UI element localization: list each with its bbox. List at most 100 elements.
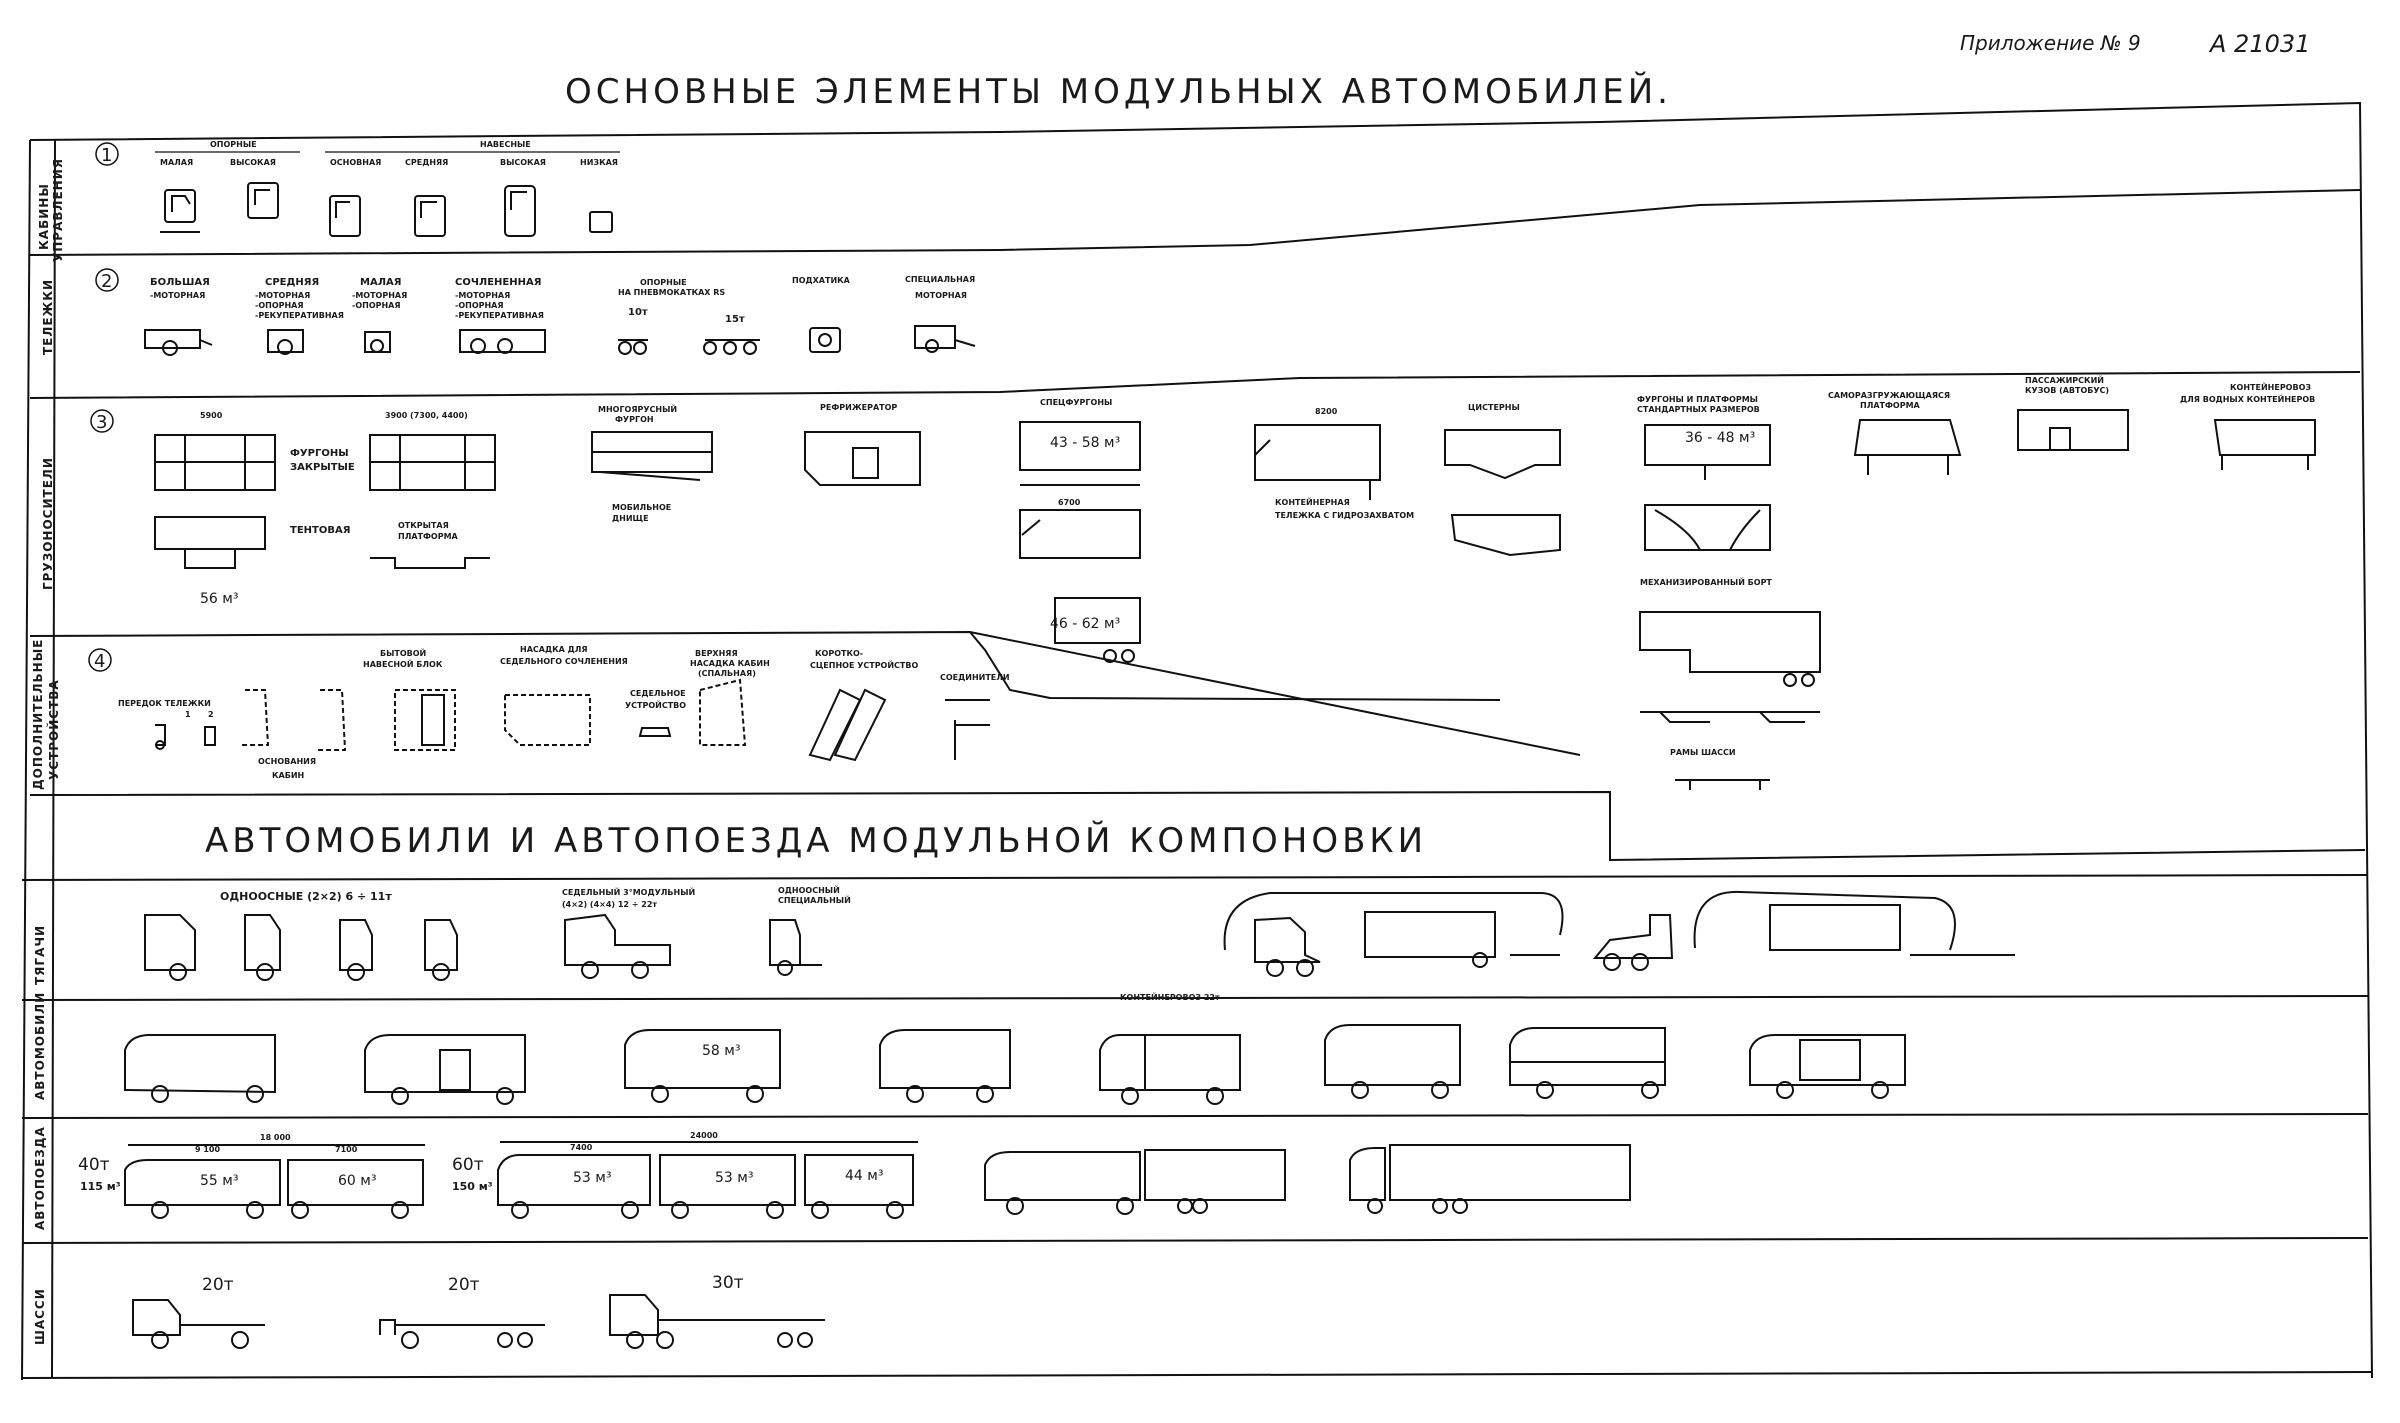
top-cab-2: НАСАДКА КАБИН — [690, 659, 770, 668]
chassis-row: 20т 20т 30т — [132, 1273, 825, 1349]
bogie-lift: ПОДХАТИКА — [792, 276, 851, 285]
cabin-label-basic: ОСНОВНАЯ — [330, 158, 381, 167]
cabins-group-support: ОПОРНЫЕ — [210, 140, 257, 149]
frame-lines — [21, 101, 2373, 1381]
passenger-2: КУЗОВ (АВТОБУС) — [2025, 386, 2109, 395]
chassis-20t-a: 20т — [202, 1275, 234, 1295]
specvans-label: СПЕЦФУРГОНЫ — [1040, 398, 1112, 407]
row-number-4: 4 — [94, 651, 105, 672]
tractor-single-axle: ОДНООСНЫЕ (2×2) 6 ÷ 11т — [220, 890, 392, 903]
bogie-10t: 10т — [628, 307, 648, 318]
bogie-big-sub: -МОТОРНАЯ — [150, 291, 205, 300]
chassis-drawings — [132, 1294, 825, 1349]
row-number-2: 2 — [101, 271, 112, 292]
row-label-bogies: ТЕЛЕЖКИ — [41, 279, 55, 355]
row-label-cabins-1: КАБИНЫ — [37, 183, 51, 250]
section2-title: АВТОМОБИЛИ И АВТОПОЕЗДА МОДУЛЬНОЙ КОМПОН… — [205, 820, 1427, 861]
extras-drawings — [240, 678, 747, 751]
row-labels: КАБИНЫ УПРАВЛЕНИЯ ТЕЛЕЖКИ ГРУЗОНОСИТЕЛИ … — [31, 158, 65, 1345]
trains-row: 40т 115 м³ 18 000 9 100 7100 55 м³ 60 м³… — [78, 1131, 1631, 1219]
saddle-attach-1: НАСАДКА ДЛЯ — [520, 645, 588, 654]
bogie-artic-sub-3: -РЕКУПЕРАТИВНАЯ — [455, 311, 544, 320]
extras-row: ПЕРЕДОК ТЕЛЕЖКИ 1 2 ОСНОВАНИЯ КАБИН БЫТО… — [118, 645, 1010, 780]
row-label-carriers: ГРУЗОНОСИТЕЛИ — [41, 457, 55, 590]
cab-bases-1: ОСНОВАНИЯ — [258, 757, 316, 766]
saddle-attach-2: СЕДЕЛЬНОГО СОЧЛЕНЕНИЯ — [500, 657, 628, 666]
open-platform-2: ПЛАТФОРМА — [398, 532, 459, 541]
extras-n2: 2 — [208, 710, 214, 719]
bogie-special-sub: МОТОРНАЯ — [915, 291, 967, 300]
cabin-label-low: НИЗКАЯ — [580, 158, 618, 167]
extras-drawings-solid — [155, 688, 990, 762]
train-vol-53a: 53 м³ — [573, 1170, 611, 1186]
train-vol-44: 44 м³ — [845, 1168, 883, 1184]
top-cab-3: (СПАЛЬНАЯ) — [698, 669, 756, 678]
drawing-code: А 21031 — [2208, 30, 2310, 58]
coupling-1: КОРОТКО- — [815, 649, 863, 658]
refrigerator-label: РЕФРИЖЕРАТОР — [820, 403, 897, 412]
train-dim-7100: 7100 — [335, 1145, 358, 1154]
bogie-medium: СРЕДНЯЯ — [265, 277, 319, 288]
row-numbers — [88, 142, 119, 672]
connectors: СОЕДИНИТЕЛИ — [940, 673, 1010, 682]
vol-43: 43 - 58 м³ — [1050, 435, 1120, 451]
dim-5900: 5900 — [200, 411, 223, 420]
train-40t: 40т — [78, 1155, 110, 1175]
bogie-support: ОПОРНЫЕ — [640, 278, 687, 287]
row-label-extras-2: УСТРОЙСТВА — [46, 679, 61, 780]
bogie-artic-sub-2: -ОПОРНАЯ — [455, 301, 504, 310]
self-unload-1: САМОРАЗГРУЖАЮЩАЯСЯ — [1828, 391, 1950, 400]
container-bogie-2: ТЕЛЕЖКА С ГИДРОЗАХВАТОМ — [1275, 511, 1414, 520]
vans-closed-1: ФУРГОНЫ — [290, 448, 349, 459]
appendix-label: Приложение № 9 — [1960, 31, 2141, 55]
cabins-group-hanging: НАВЕСНЫЕ — [480, 140, 531, 149]
bogie-big: БОЛЬШАЯ — [150, 277, 210, 288]
living-block-2: НАВЕСНОЙ БЛОК — [363, 658, 443, 669]
train-dim-18000: 18 000 — [260, 1133, 291, 1142]
tanks-label: ЦИСТЕРНЫ — [1468, 403, 1520, 412]
bogie-medium-sub-3: -РЕКУПЕРАТИВНАЯ — [255, 311, 344, 320]
removable-2: ДНИЩЕ — [612, 514, 649, 523]
std-vans-1: ФУРГОНЫ И ПЛАТФОРМЫ — [1637, 395, 1758, 404]
row-label-trains: АВТОПОЕЗДА — [33, 1126, 47, 1230]
saddle-device-1: СЕДЕЛЬНОЕ — [630, 689, 686, 698]
carriers-row: 5900 3900 (7300, 4400) ФУРГОНЫ ЗАКРЫТЫЕ … — [154, 374, 2316, 790]
bogie-support-sub: НА ПНЕВМОКАТКАХ RS — [618, 288, 725, 297]
tent-label: ТЕНТОВАЯ — [290, 525, 350, 536]
bogie-15t: 15т — [725, 314, 745, 325]
mech-side: МЕХАНИЗИРОВАННЫЙ БОРТ — [1640, 576, 1772, 587]
tractors-row: ОДНООСНЫЕ (2×2) 6 ÷ 11т СЕДЕЛЬНЫЙ 3°МОДУ… — [144, 884, 2015, 981]
saddle-device-2: УСТРОЙСТВО — [625, 699, 686, 710]
train-115m3: 115 м³ — [80, 1180, 121, 1193]
row-label-chassis: ШАССИ — [33, 1288, 47, 1345]
cabin-drawings — [160, 182, 613, 237]
tractor-drawings — [144, 890, 2015, 981]
multitier-2: ФУРГОН — [615, 415, 654, 424]
cabin-label-high: ВЫСОКАЯ — [230, 158, 276, 167]
sheet-title: ОСНОВНЫЕ ЭЛЕМЕНТЫ МОДУЛЬНЫХ АВТОМОБИЛЕЙ. — [565, 71, 1672, 112]
coupling-2: СЦЕПНОЕ УСТРОЙСТВО — [810, 659, 918, 670]
bogie-special: СПЕЦИАЛЬНАЯ — [905, 275, 975, 284]
tractor-saddle-1: СЕДЕЛЬНЫЙ 3°МОДУЛЬНЫЙ — [562, 886, 695, 897]
row-label-cabins-2: УПРАВЛЕНИЯ — [51, 158, 65, 262]
removable-1: МОБИЛЬНОЕ — [612, 503, 671, 512]
bogie-small-sub-1: -МОТОРНАЯ — [352, 291, 407, 300]
row-label-cars: АВТОМОБИЛИ — [33, 992, 47, 1100]
train-vol-60: 60 м³ — [338, 1173, 376, 1189]
std-vans-2: СТАНДАРТНЫХ РАЗМЕРОВ — [1637, 405, 1760, 414]
container-carrier-1: КОНТЕЙНЕРОВОЗ — [2230, 381, 2311, 392]
car-drawings — [124, 1024, 1906, 1105]
vol-46: 46 - 62 м³ — [1050, 616, 1120, 632]
row-number-1: 1 — [101, 145, 112, 166]
vans-closed-2: ЗАКРЫТЫЕ — [290, 462, 355, 473]
tractor-special-1: ОДНООСНЫЙ — [778, 884, 840, 895]
train-vol-55: 55 м³ — [200, 1173, 238, 1189]
dim-8200: 8200 — [1315, 407, 1338, 416]
cars-row: КОНТЕЙНЕРОВОЗ 22т 58 м³ — [124, 991, 1906, 1105]
train-dim-24000: 24000 — [690, 1131, 718, 1140]
carrier-drawings — [154, 409, 2316, 790]
vol-36: 36 - 48 м³ — [1685, 430, 1755, 446]
row-label-extras-1: ДОПОЛНИТЕЛЬНЫЕ — [31, 639, 45, 790]
cabin-label-small: МАЛАЯ — [160, 158, 193, 167]
